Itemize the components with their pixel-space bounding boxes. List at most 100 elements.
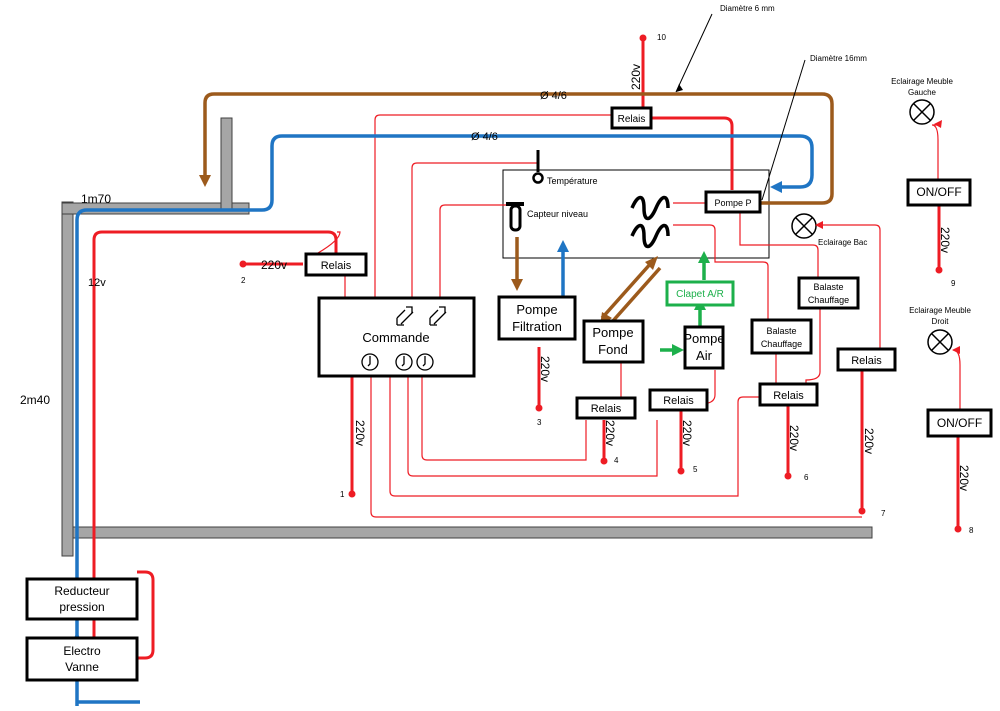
pompe-fond-label-2: Fond bbox=[598, 342, 628, 357]
pompe-fond-box bbox=[582, 319, 645, 364]
balaste-2-label-b: Chauffage bbox=[808, 295, 849, 305]
cmd-timer-icon-2 bbox=[395, 353, 413, 371]
arrow-fond-up bbox=[645, 256, 658, 270]
clapet-box bbox=[665, 280, 735, 307]
onoff-gauche-box bbox=[906, 178, 972, 207]
wire-relais6-balaste2 bbox=[805, 308, 821, 384]
balaste-1-label-b: Chauffage bbox=[761, 339, 802, 349]
cmd-timer-icon-3 bbox=[416, 353, 434, 371]
thick-red-wires bbox=[92, 40, 960, 660]
relais-top-box bbox=[610, 106, 653, 130]
lamps bbox=[791, 99, 953, 355]
relais-5-label: Relais bbox=[663, 395, 694, 407]
cmd-sensor-icon-1 bbox=[396, 309, 414, 326]
pompe-air-label-2: Air bbox=[696, 348, 713, 363]
blue-water-pipes bbox=[75, 134, 814, 706]
cmd-timer-hands bbox=[367, 356, 426, 367]
pipe-pompep-return bbox=[203, 92, 834, 205]
commande-icons bbox=[361, 306, 447, 371]
terminal-4 bbox=[600, 457, 608, 465]
top-wall-post bbox=[220, 117, 233, 211]
pipe-fond-in bbox=[610, 266, 662, 324]
terminal-number-6: 6 bbox=[804, 473, 809, 482]
v220-label-3: 220v bbox=[538, 356, 552, 382]
wire-relais7-bac bbox=[818, 224, 881, 350]
electro-label-2: Vanne bbox=[65, 660, 99, 674]
len-side-label: 2m40 bbox=[20, 393, 50, 407]
cmd-sensor-icon-2 bbox=[429, 309, 447, 326]
pompe-filtration-box bbox=[497, 295, 577, 341]
v220-label-7: 220v bbox=[862, 428, 876, 454]
blue-arrowheads bbox=[71, 181, 782, 644]
lamp-arrowheads bbox=[815, 120, 960, 354]
len-top-label: 1m70 bbox=[81, 192, 111, 206]
relais-7-label: Relais bbox=[851, 355, 882, 367]
leader-diam6-arrow bbox=[676, 84, 683, 92]
wire-onoff-droit-lamp bbox=[952, 349, 961, 410]
eclairage-droit-label-2: Droit bbox=[932, 317, 950, 326]
v220-label-8: 220v bbox=[957, 465, 971, 491]
v220-label-6: 220v bbox=[787, 425, 801, 451]
wire-cmd-capteur bbox=[439, 204, 510, 298]
wire-balaste1-heater bbox=[673, 224, 769, 320]
terminal-number-4: 4 bbox=[614, 456, 619, 465]
relais-5-box bbox=[648, 388, 709, 412]
diam6-label: Diamètre 6 mm bbox=[720, 4, 775, 13]
box-labels: Relais Relais Commande Pompe Filtration … bbox=[54, 77, 982, 674]
pompe-p-box bbox=[704, 190, 762, 214]
thin-red-wires bbox=[317, 114, 961, 518]
terminal-numbers: 1 2 3 4 5 6 7 8 9 10 bbox=[241, 33, 974, 535]
capteur-label: Capteur niveau bbox=[527, 209, 588, 219]
pompe-p-label: Pompe P bbox=[714, 198, 751, 208]
pipe-water-main bbox=[75, 134, 814, 706]
terminal-1 bbox=[348, 490, 356, 498]
arrow-brown-down bbox=[199, 175, 211, 187]
bottom-wall-bar bbox=[72, 526, 873, 539]
v220-label-4: 220v bbox=[603, 420, 617, 446]
v12-label: 12v bbox=[88, 277, 106, 289]
wire-cmd-relais5 bbox=[407, 375, 658, 477]
v220-label-10: 220v bbox=[629, 64, 643, 90]
wire-cmd-temperature bbox=[411, 162, 538, 298]
arrow-pompep-blue bbox=[770, 181, 782, 193]
v220-label-2: 220v bbox=[261, 258, 287, 272]
wire-cmd-relais7 bbox=[370, 298, 862, 518]
heater-coils bbox=[630, 195, 670, 249]
diam16-label: Diamètre 16mm bbox=[810, 54, 867, 63]
temperature-sensor bbox=[532, 150, 544, 184]
clapet-label: Clapet A/R bbox=[676, 289, 724, 300]
relais-top-label: Relais bbox=[618, 114, 646, 125]
terminal-7 bbox=[858, 507, 866, 515]
pompe-filtration-label-2: Filtration bbox=[512, 319, 562, 334]
eclairage-gauche-label-2: Gauche bbox=[908, 88, 937, 97]
terminal-number-9: 9 bbox=[951, 279, 956, 288]
left-wall-bar bbox=[61, 201, 74, 557]
terminal-10 bbox=[639, 34, 647, 42]
phi-brown-label: Ø 4/6 bbox=[540, 90, 567, 102]
wire-cmd-relais4 bbox=[421, 375, 587, 461]
wire-balaste2-heater bbox=[673, 202, 819, 277]
terminal-3 bbox=[535, 404, 543, 412]
terminal-number-2: 2 bbox=[241, 276, 246, 285]
leader-diam6 bbox=[675, 13, 713, 93]
pompe-air-box bbox=[683, 325, 725, 370]
cmd-sensor-icon-1b bbox=[406, 306, 413, 313]
balaste-1-label-a: Balaste bbox=[766, 326, 796, 336]
temperature-label: Température bbox=[547, 176, 598, 186]
electro-vanne-box bbox=[25, 636, 139, 682]
terminal-number-3: 3 bbox=[537, 418, 542, 427]
relais-6-box bbox=[758, 382, 819, 407]
v220-label-1: 220v bbox=[353, 420, 367, 446]
relais-4-label: Relais bbox=[591, 403, 622, 415]
balaste-1-box bbox=[750, 318, 813, 355]
balaste-2-label-a: Balaste bbox=[813, 282, 843, 292]
wire-onoff-gauche-lamp bbox=[931, 124, 940, 180]
terminal-number-5: 5 bbox=[693, 465, 698, 474]
level-sensor-icon bbox=[506, 202, 524, 232]
pompe-filtration-label-1: Pompe bbox=[516, 302, 557, 317]
arrow-air-in bbox=[672, 344, 684, 356]
relais-4-box bbox=[575, 396, 637, 420]
phi-blue-label: Ø 4/6 bbox=[471, 131, 498, 143]
tank-outline bbox=[502, 169, 770, 259]
